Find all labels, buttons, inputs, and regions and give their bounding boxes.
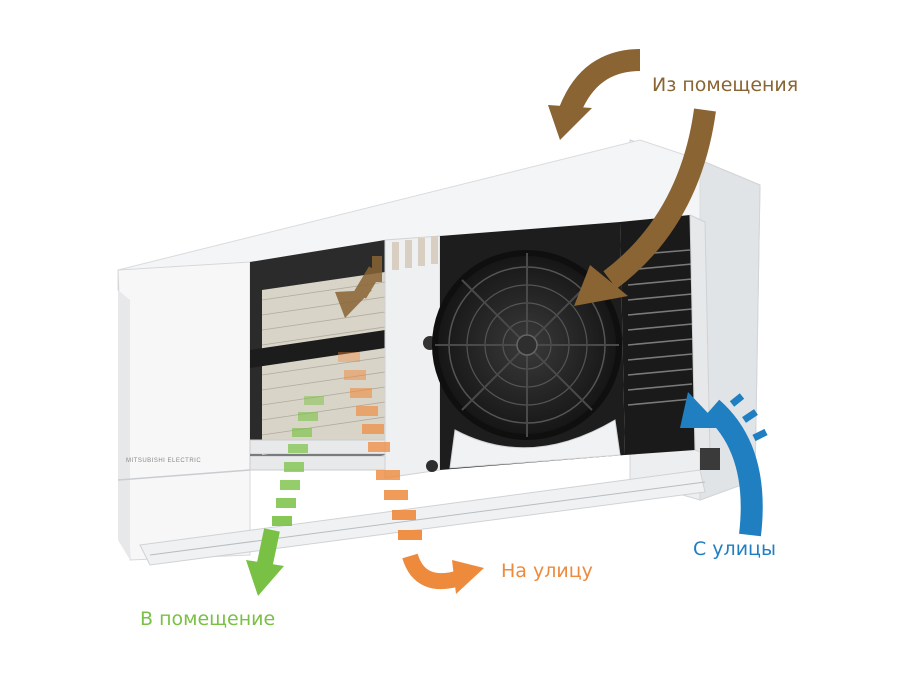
airflow-to-room-arrow	[246, 396, 324, 596]
label-to-outside: На улицу	[501, 560, 593, 582]
fan	[432, 250, 622, 440]
airflow-from-room-arrow-lower	[574, 108, 716, 306]
airflow-from-outside-arrow	[680, 392, 768, 537]
label-from-room: Из помещения	[652, 74, 799, 96]
airflow-to-outside-arrow	[338, 352, 484, 594]
top-louvers	[392, 236, 438, 270]
airflow-from-room-arrow-upper	[548, 49, 641, 140]
brand-logo-text: MITSUBISHI ELECTRIC	[126, 458, 202, 464]
blower-wheel	[620, 214, 720, 470]
label-to-room: В помещение	[140, 608, 276, 630]
center-divider	[384, 235, 441, 479]
label-from-outside: С улицы	[693, 538, 776, 560]
airflow-from-room-exhaust-arrow	[335, 256, 382, 318]
